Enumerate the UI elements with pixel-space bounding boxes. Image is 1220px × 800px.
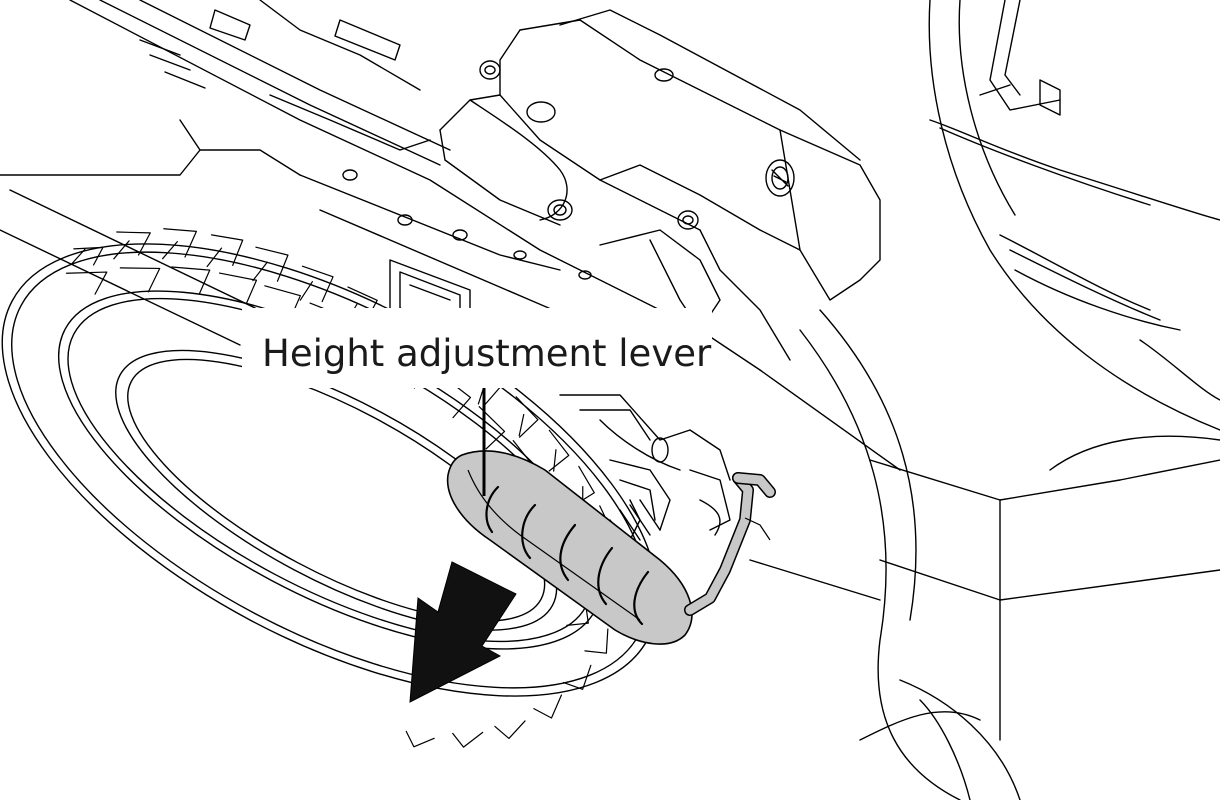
height-adjustment-lever (446, 450, 776, 645)
right-housing (749, 0, 1220, 800)
pivot-block (342, 9, 881, 361)
wheel-tread (65, 228, 623, 748)
callout-label-height-adjustment-lever: Height adjustment lever (262, 332, 712, 375)
wheel (1, 228, 659, 748)
callout-background (242, 308, 712, 388)
downward-direction-arrow (409, 561, 517, 703)
